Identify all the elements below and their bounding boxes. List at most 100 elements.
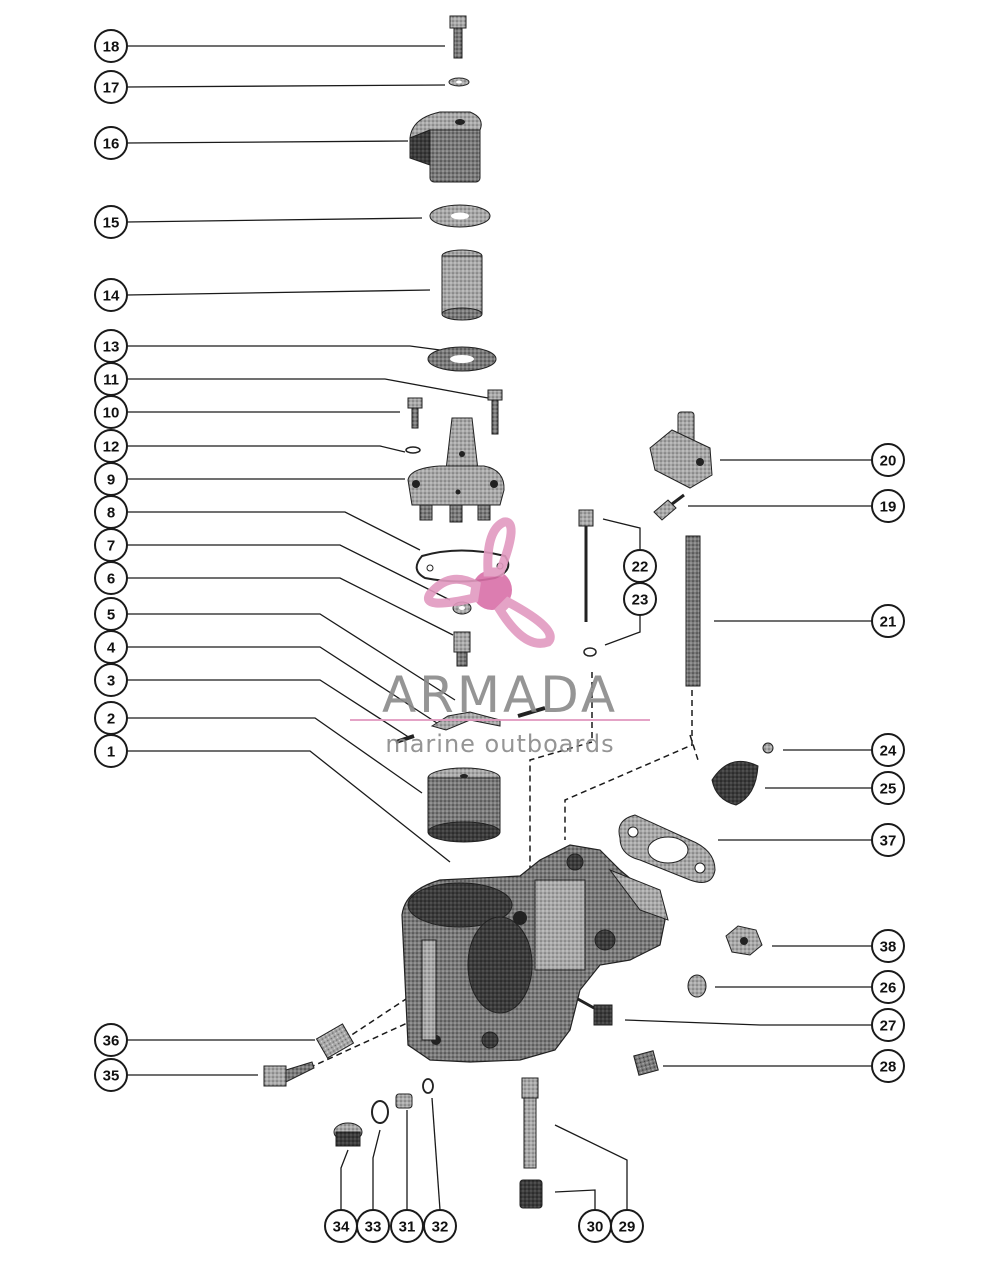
callout-number: 32 — [432, 1219, 449, 1236]
callout-number: 13 — [103, 339, 120, 356]
callout-number: 4 — [107, 640, 116, 657]
part-21-shaft — [685, 535, 701, 687]
callout-circle — [871, 1049, 905, 1083]
callout-number: 18 — [103, 39, 120, 56]
part-26-plug — [687, 974, 707, 998]
callout-circle — [623, 582, 657, 616]
callout-22: 22 — [623, 549, 657, 583]
part-9-fuel-inlet-housing — [407, 417, 505, 523]
callout-circle — [94, 734, 128, 768]
callout-33: 33 — [356, 1209, 390, 1243]
part-17-washer — [448, 77, 470, 87]
callout-7: 7 — [94, 528, 128, 562]
part-18-screw — [449, 15, 467, 59]
callout-number: 12 — [103, 439, 120, 456]
callout-2: 2 — [94, 701, 128, 735]
callout-circle — [94, 1023, 128, 1057]
callout-38: 38 — [871, 929, 905, 963]
callout-circle — [423, 1209, 457, 1243]
callout-number: 10 — [103, 405, 120, 422]
callout-circle — [871, 443, 905, 477]
callout-number: 8 — [107, 505, 115, 522]
callout-3: 3 — [94, 663, 128, 697]
part-14-filter-screen — [441, 249, 483, 321]
callout-15: 15 — [94, 205, 128, 239]
part-6-needle-seat — [453, 631, 471, 667]
callout-28: 28 — [871, 1049, 905, 1083]
callout-number: 21 — [880, 614, 897, 631]
callout-18: 18 — [94, 29, 128, 63]
callout-number: 36 — [103, 1033, 120, 1050]
callout-number: 1 — [107, 744, 115, 761]
part-10-screw — [407, 397, 423, 429]
callout-circle — [94, 663, 128, 697]
callout-number: 25 — [880, 781, 897, 798]
callout-32: 32 — [423, 1209, 457, 1243]
watermark: ARMADA marine outboards — [350, 517, 650, 758]
callout-8: 8 — [94, 495, 128, 529]
callout-35: 35 — [94, 1058, 128, 1092]
callout-11: 11 — [94, 362, 128, 396]
callout-37: 37 — [871, 823, 905, 857]
callout-number: 2 — [107, 711, 115, 728]
callout-number: 26 — [880, 980, 897, 997]
callout-number: 37 — [880, 833, 897, 850]
callout-number: 15 — [103, 215, 120, 232]
callout-circle — [356, 1209, 390, 1243]
part-1-carburetor-body — [401, 844, 669, 1063]
assembly-lines — [299, 672, 699, 1073]
callout-number: 35 — [103, 1068, 120, 1085]
callout-number: 7 — [107, 538, 115, 555]
callout-number: 5 — [107, 607, 115, 624]
callout-circle — [871, 823, 905, 857]
callout-number: 22 — [632, 559, 649, 576]
callout-number: 34 — [333, 1219, 350, 1236]
callout-number: 17 — [103, 80, 120, 97]
part-20-throttle-lever — [649, 411, 713, 489]
callout-number: 29 — [619, 1219, 636, 1236]
leader-lines — [126, 45, 872, 1211]
part-2-float — [427, 767, 501, 843]
callout-circle — [871, 733, 905, 767]
callout-circle — [610, 1209, 644, 1243]
callout-circle — [94, 126, 128, 160]
callout-29: 29 — [610, 1209, 644, 1243]
callout-number: 19 — [880, 499, 897, 516]
part-3-hinge-pin — [395, 734, 415, 744]
callout-17: 17 — [94, 70, 128, 104]
callout-circle — [94, 29, 128, 63]
callout-14: 14 — [94, 278, 128, 312]
callout-10: 10 — [94, 395, 128, 429]
part-28-plug — [633, 1050, 659, 1076]
callout-5: 5 — [94, 597, 128, 631]
part-34-plug — [333, 1122, 363, 1147]
callout-number: 14 — [103, 288, 120, 305]
callout-30: 30 — [578, 1209, 612, 1243]
callout-circle — [871, 929, 905, 963]
part-25-plate — [711, 760, 759, 806]
callout-number: 31 — [399, 1219, 416, 1236]
callout-number: 27 — [880, 1018, 897, 1035]
callout-number: 23 — [632, 592, 649, 609]
part-36-spring — [315, 1023, 355, 1059]
callout-25: 25 — [871, 771, 905, 805]
part-15-gasket — [429, 204, 491, 228]
callout-number: 11 — [103, 372, 119, 389]
callout-16: 16 — [94, 126, 128, 160]
callout-1: 1 — [94, 734, 128, 768]
callout-circle — [871, 489, 905, 523]
part-27-jet — [575, 996, 613, 1026]
part-11-screw — [487, 389, 503, 435]
part-23-o-ring — [583, 647, 597, 657]
callout-circle — [94, 205, 128, 239]
callout-circle — [871, 771, 905, 805]
callout-number: 16 — [103, 136, 120, 153]
callout-34: 34 — [324, 1209, 358, 1243]
part-35-adjusting-screw — [263, 1061, 315, 1087]
callout-12: 12 — [94, 429, 128, 463]
part-33-gasket — [371, 1100, 389, 1124]
part-19-screw — [653, 493, 685, 521]
callout-number: 3 — [107, 673, 115, 690]
